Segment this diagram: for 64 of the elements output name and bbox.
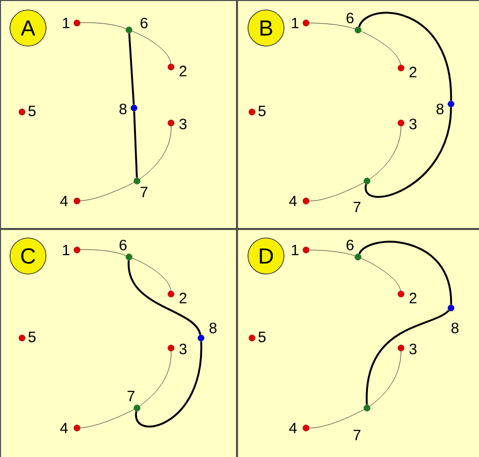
point-label: 1 [63, 18, 70, 28]
point-label: 7 [128, 390, 134, 402]
curve [366, 310, 450, 405]
point-label: 2 [410, 66, 416, 78]
point-label: 4 [289, 422, 297, 434]
curve [140, 126, 172, 180]
curve [135, 341, 202, 428]
point-label: 8 [452, 322, 458, 334]
point-label: 7 [140, 186, 148, 198]
point-label: 7 [354, 430, 360, 440]
curve [128, 260, 202, 336]
curve [360, 31, 401, 65]
curve [370, 351, 402, 406]
point-label: 3 [409, 118, 416, 130]
point-label: 3 [409, 344, 416, 354]
point-label: 6 [140, 18, 148, 28]
letter-badge: A [10, 10, 46, 46]
panel [237, 229, 479, 457]
point-label: 3 [179, 118, 186, 130]
letter-badge: B [248, 10, 284, 46]
curve [309, 182, 364, 202]
point-label: 6 [120, 240, 126, 250]
curve [80, 409, 134, 428]
curve [132, 31, 171, 64]
curve [358, 12, 452, 101]
point-label: 8 [120, 104, 126, 114]
curve [80, 249, 126, 256]
curve [370, 126, 402, 180]
panel [0, 229, 237, 457]
point-label: 5 [258, 106, 266, 116]
curve [365, 107, 452, 198]
point-label: 3 [179, 344, 186, 354]
point-label: 8 [210, 322, 216, 334]
point-label: 1 [292, 244, 298, 256]
point-label: 8 [436, 104, 444, 114]
curve [360, 258, 401, 291]
point-label: 1 [292, 18, 298, 28]
curve [309, 22, 355, 30]
curve [128, 33, 135, 105]
point-label: 1 [63, 244, 70, 256]
curve [80, 182, 134, 201]
panel [0, 0, 237, 229]
point-label: 7 [354, 202, 360, 212]
letter-badge: D [248, 238, 284, 274]
curve [133, 111, 138, 178]
panel [237, 0, 479, 229]
curve [140, 351, 172, 406]
curve [132, 258, 171, 291]
point-label: 2 [180, 66, 186, 76]
point-label: 2 [180, 292, 186, 304]
point-label: 6 [346, 12, 354, 24]
point-label: 5 [258, 332, 266, 342]
point-label: 4 [60, 196, 68, 206]
curve [80, 22, 126, 29]
point-label: 6 [346, 240, 354, 250]
letter-badge: C [10, 238, 46, 274]
curve [309, 409, 364, 428]
point-label: 5 [28, 106, 36, 116]
curve [309, 250, 355, 256]
point-label: 4 [60, 422, 68, 434]
curve [358, 240, 452, 305]
point-label: 5 [28, 332, 36, 342]
point-label: 2 [410, 292, 416, 304]
point-label: 4 [289, 196, 297, 206]
